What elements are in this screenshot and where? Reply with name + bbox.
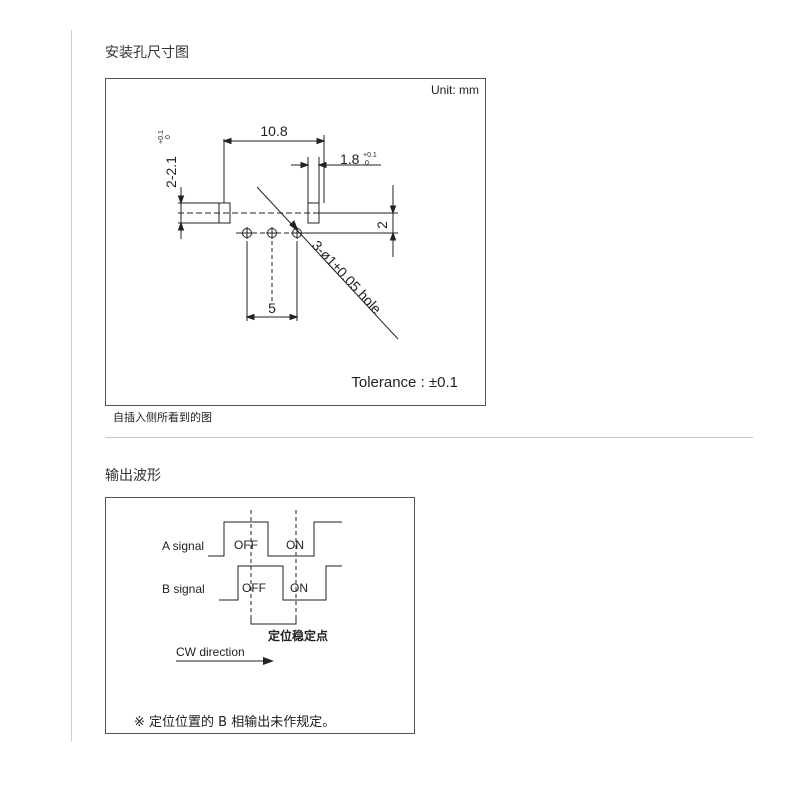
- b-on-label: ON: [290, 581, 308, 595]
- a-on-label: ON: [286, 538, 304, 552]
- waveform-note: ※ 定位位置的 B 相输出未作规定。: [134, 714, 335, 730]
- cw-direction-label: CW direction: [176, 645, 245, 659]
- detent-bracket: [250, 618, 297, 625]
- section-divider: [105, 437, 753, 438]
- mounting-drawing-panel: Unit: mm 10.8 1.8 +0.1 0 2 2-2.1 +0.1 0 …: [105, 78, 486, 406]
- dim-offset-tol-upper: +0.1: [363, 152, 377, 159]
- dim-slot-tol-lower: 0: [165, 135, 172, 139]
- dim-slot-label: 2-2.1: [163, 156, 179, 188]
- unit-label: Unit: mm: [431, 83, 479, 97]
- waveform-diagram: A signal B signal OFF ON OFF ON 定位稳定点 CW…: [134, 510, 342, 730]
- mounting-drawing: Unit: mm 10.8 1.8 +0.1 0 2 2-2.1 +0.1 0 …: [158, 83, 479, 391]
- dim-slot-tol-upper: +0.1: [158, 130, 165, 144]
- dim-width-label: 10.8: [260, 123, 287, 139]
- hole-leader-line: [256, 186, 399, 340]
- hole-spec-label: 3-ø1±0.05 hole: [309, 237, 385, 317]
- a-signal-label: A signal: [162, 539, 204, 553]
- drawing-caption: 自插入侧所看到的图: [113, 411, 212, 424]
- a-signal-waveform: [208, 521, 342, 557]
- section-title-output-waveform: 输出波形: [105, 468, 161, 484]
- b-signal-waveform: [219, 565, 342, 601]
- detent-label: 定位稳定点: [268, 628, 328, 643]
- left-border-rule: [71, 30, 72, 742]
- tolerance-note: Tolerance : ±0.1: [351, 374, 458, 391]
- b-off-label: OFF: [242, 581, 266, 595]
- dim-offset-tol-lower: 0: [365, 160, 369, 167]
- section-title-mounting-holes: 安装孔尺寸图: [105, 45, 189, 61]
- a-off-label: OFF: [234, 538, 258, 552]
- dim-offset-label: 1.8: [340, 151, 360, 167]
- waveform-panel: A signal B signal OFF ON OFF ON 定位稳定点 CW…: [105, 497, 415, 734]
- dim-vertical-label: 2: [374, 221, 390, 229]
- dim-pin-pitch-label: 5: [268, 300, 276, 316]
- b-signal-label: B signal: [162, 582, 205, 596]
